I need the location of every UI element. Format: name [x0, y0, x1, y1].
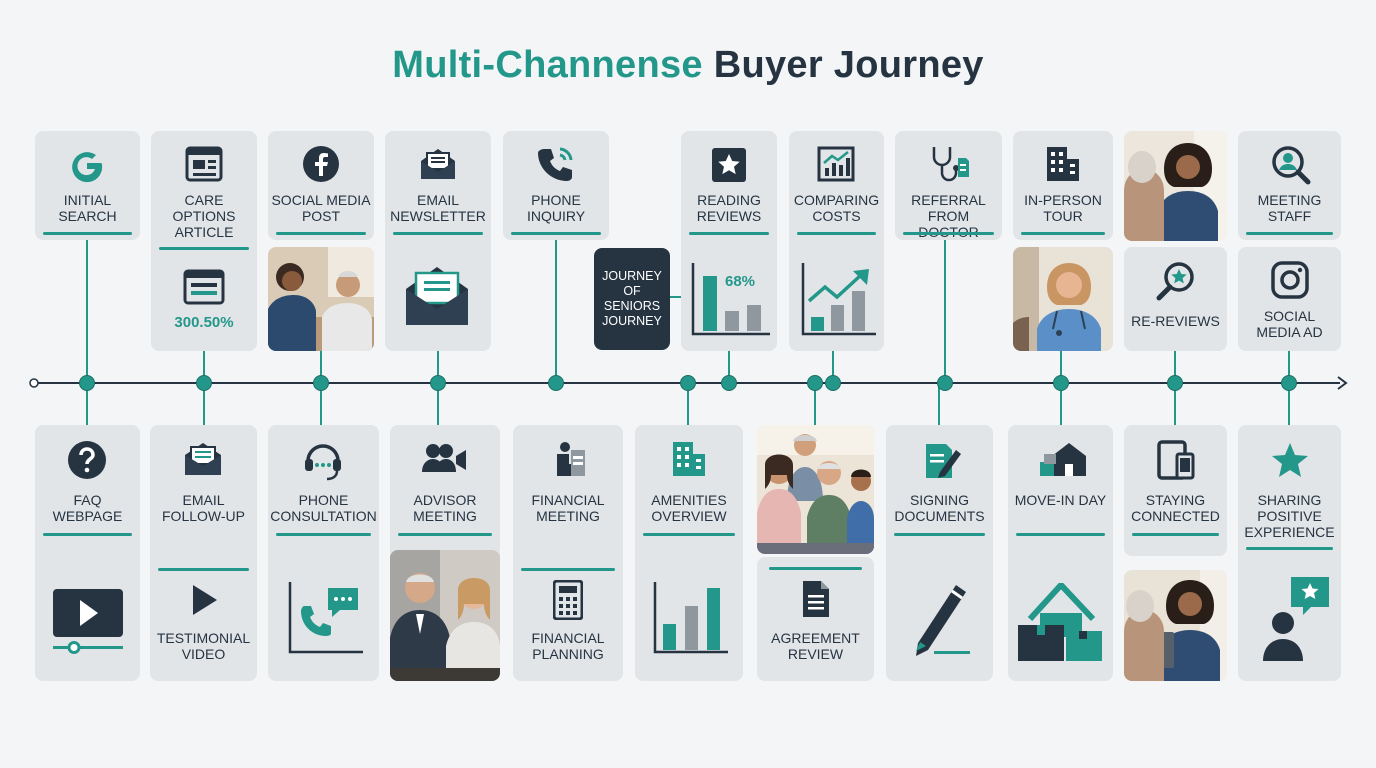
comparing-costs-label: COMPARING COSTS [793, 192, 880, 224]
card-initial-search[interactable]: INITIAL SEARCH [35, 131, 140, 240]
person-review-icon [1261, 575, 1331, 663]
agreement-review-label: AGREEMENT REVIEW [771, 630, 860, 662]
chart-icon [817, 146, 855, 182]
calculator-icon [553, 580, 583, 620]
card-email-newsletter[interactable]: EMAIL NEWSLETTER [385, 131, 491, 351]
devices-icon [1157, 440, 1195, 480]
building-icon [1045, 145, 1081, 183]
people-video-icon [422, 442, 468, 476]
reading-reviews-value: 68% [725, 273, 756, 290]
browser-article-icon [183, 269, 225, 305]
card-signing-documents[interactable]: SIGNING DOCUMENTS [886, 425, 993, 681]
video-player-icon [52, 588, 124, 656]
stethoscope-icon [928, 144, 970, 184]
house-boxes-icon [1018, 583, 1104, 663]
card-agreement-review[interactable]: AGREEMENT REVIEW [757, 557, 874, 681]
card-staying-connected[interactable]: STAYING CONNECTED [1124, 425, 1227, 556]
sharing-experience-label: SHARING POSITIVE EXPERIENCE [1244, 492, 1335, 540]
phone-icon [536, 145, 576, 183]
question-icon [67, 440, 107, 480]
instagram-icon [1271, 261, 1309, 299]
photo-nurse-with-senior [1124, 131, 1227, 241]
care-options-value: 300.50% [174, 314, 234, 331]
card-amenities-overview[interactable]: AMENITIES OVERVIEW [635, 425, 743, 681]
star-icon [710, 146, 748, 184]
email-follow-up-label: EMAIL FOLLOW-UP [162, 492, 245, 524]
card-faq[interactable]: FAQ WEBPAGE [35, 425, 140, 681]
photo-nurse-smiling [1013, 247, 1113, 351]
social-media-post-label: SOCIAL MEDIA POST [271, 192, 371, 224]
photo-advisor-meeting [390, 550, 500, 681]
phone-consultation-label: PHONE CONSULTATION [270, 492, 377, 524]
page-title: Multi-Channense Buyer Journey [392, 44, 984, 86]
card-comparing-costs[interactable]: COMPARING COSTS [789, 131, 884, 351]
card-re-reviews[interactable]: RE-REVIEWS [1124, 247, 1227, 351]
card-social-media-post[interactable]: SOCIAL MEDIA POST [268, 131, 374, 240]
card-reading-reviews[interactable]: READING REVIEWS 68% [681, 131, 777, 351]
document-icon [801, 579, 831, 619]
star-icon [1270, 441, 1310, 479]
bar-chart-icon [653, 580, 729, 654]
in-person-tour-label: IN-PERSON TOUR [1024, 192, 1102, 224]
phone-chat-icon [288, 580, 364, 654]
card-financial-meeting[interactable]: FINANCIAL MEETING FINANCIAL PLANNING [513, 425, 623, 681]
card-care-options[interactable]: CARE OPTIONS ARTICLE 300.50% [151, 131, 257, 351]
care-options-label: CARE OPTIONS ARTICLE [172, 192, 236, 240]
initial-search-label: INITIAL SEARCH [58, 192, 117, 224]
facebook-icon [302, 145, 340, 183]
social-media-ad-label: SOCIAL MEDIA AD [1256, 308, 1323, 340]
play-icon [191, 583, 219, 617]
card-social-media-ad[interactable]: SOCIAL MEDIA AD [1238, 247, 1341, 351]
referral-label: REFERRAL FROM DOCTOR [911, 192, 986, 240]
testimonial-label: TESTIMONIAL VIDEO [156, 630, 251, 662]
photo-senior-family [757, 425, 874, 554]
search-person-icon [1271, 145, 1311, 185]
card-phone-consultation[interactable]: PHONE CONSULTATION [268, 425, 379, 681]
envelope-icon [419, 147, 457, 181]
card-meeting-staff[interactable]: MEETING STAFF [1238, 131, 1341, 240]
envelope-icon [183, 441, 223, 477]
house-boxes-icon [1038, 440, 1086, 478]
card-phone-inquiry[interactable]: PHONE INQUIRY [503, 131, 609, 240]
financial-planning-label: FINANCIAL PLANNING [531, 630, 605, 662]
card-referral[interactable]: REFERRAL FROM DOCTOR [895, 131, 1002, 240]
photo-nurse-with-senior [268, 247, 374, 351]
desk-person-icon [553, 440, 587, 478]
staying-connected-label: STAYING CONNECTED [1131, 492, 1220, 524]
advisor-meeting-label: ADVISOR MEETING [413, 492, 477, 524]
reading-reviews-label: READING REVIEWS [696, 192, 762, 224]
signing-documents-label: SIGNING DOCUMENTS [894, 492, 985, 524]
sign-document-icon [922, 440, 962, 480]
email-newsletter-label: EMAIL NEWSLETTER [390, 192, 486, 224]
envelope-icon [404, 265, 470, 327]
browser-article-icon [185, 146, 223, 182]
pen-icon [908, 577, 972, 657]
card-in-person-tour[interactable]: IN-PERSON TOUR [1013, 131, 1113, 240]
bar-chart-icon [691, 261, 771, 336]
phone-inquiry-label: PHONE INQUIRY [526, 192, 586, 224]
headset-icon [302, 439, 344, 481]
financial-meeting-label: FINANCIAL MEETING [531, 492, 605, 524]
amenities-overview-label: AMENITIES OVERVIEW [651, 492, 727, 524]
card-sharing-experience[interactable]: SHARING POSITIVE EXPERIENCE [1238, 425, 1341, 681]
faq-label: FAQ WEBPAGE [52, 492, 123, 524]
meeting-staff-label: MEETING STAFF [1257, 192, 1322, 224]
growth-chart-icon [801, 261, 877, 336]
move-in-day-label: MOVE-IN DAY [1014, 492, 1107, 508]
card-email-follow-up[interactable]: EMAIL FOLLOW-UP TESTIMONIAL VIDEO [150, 425, 257, 681]
search-star-icon [1156, 261, 1196, 301]
building-icon [671, 440, 707, 478]
re-reviews-label: RE-REVIEWS [1131, 313, 1220, 329]
photo-nurse-tablet [1124, 570, 1227, 681]
card-move-in-day[interactable]: MOVE-IN DAY [1008, 425, 1113, 681]
google-icon [68, 146, 106, 184]
